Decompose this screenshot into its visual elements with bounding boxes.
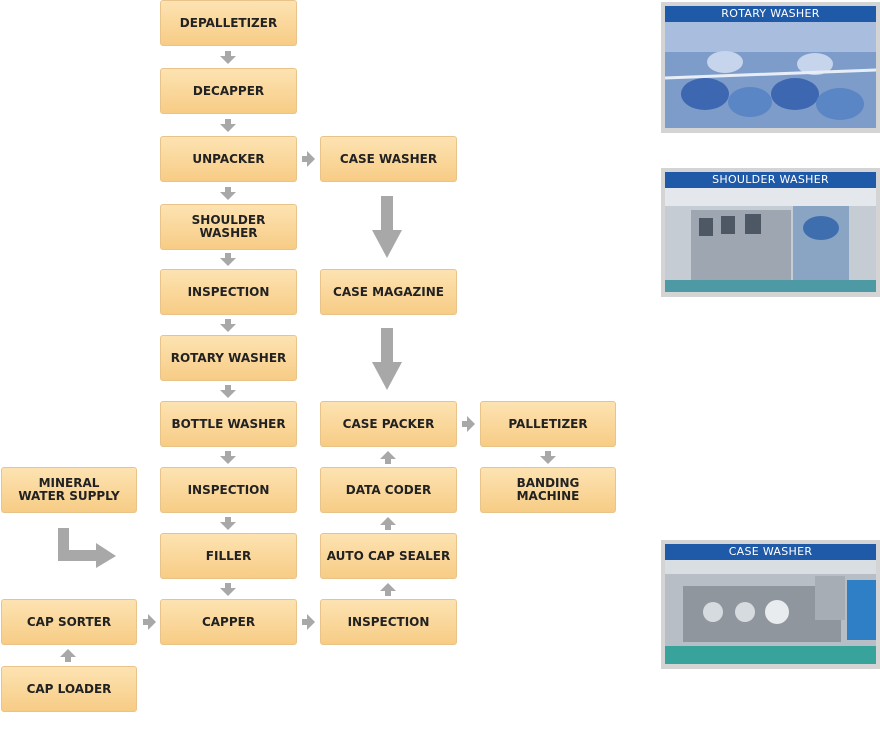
- arrow-right-icon: [462, 416, 475, 432]
- step-bottle-washer: BOTTLE WASHER: [160, 401, 297, 447]
- arrow-down-icon: [220, 583, 236, 596]
- bent-arrow-icon: [58, 528, 116, 568]
- step-depalletizer: DEPALLETIZER: [160, 0, 297, 46]
- step-unpacker: UNPACKER: [160, 136, 297, 182]
- step-case-washer: CASE WASHER: [320, 136, 457, 182]
- step-case-packer: CASE PACKER: [320, 401, 457, 447]
- case-washer-image: [665, 560, 876, 664]
- arrow-down-icon: [220, 51, 236, 64]
- arrow-up-icon: [380, 451, 396, 464]
- step-mineral-water-supply: MINERAL WATER SUPPLY: [1, 467, 137, 513]
- arrow-down-icon: [220, 253, 236, 266]
- step-auto-cap-sealer: AUTO CAP SEALER: [320, 533, 457, 579]
- step-capper: CAPPER: [160, 599, 297, 645]
- step-inspection-1: INSPECTION: [160, 269, 297, 315]
- large-arrow-down-icon: [372, 328, 402, 390]
- arrow-right-icon: [143, 614, 156, 630]
- step-data-coder: DATA CODER: [320, 467, 457, 513]
- arrow-down-icon: [220, 119, 236, 132]
- step-cap-sorter: CAP SORTER: [1, 599, 137, 645]
- step-case-magazine: CASE MAGAZINE: [320, 269, 457, 315]
- arrow-down-icon: [220, 319, 236, 332]
- arrow-right-icon: [302, 151, 315, 167]
- arrow-down-icon: [220, 517, 236, 530]
- step-inspection-2: INSPECTION: [160, 467, 297, 513]
- step-shoulder-washer: SHOULDER WASHER: [160, 204, 297, 250]
- shoulder-washer-image: [665, 188, 876, 292]
- step-filler: FILLER: [160, 533, 297, 579]
- arrow-down-icon: [540, 451, 556, 464]
- arrow-up-icon: [380, 517, 396, 530]
- photo-caption: CASE WASHER: [665, 544, 876, 560]
- photo-shoulder-washer: SHOULDER WASHER: [661, 168, 880, 297]
- large-arrow-down-icon: [372, 196, 402, 258]
- arrow-right-icon: [302, 614, 315, 630]
- arrow-down-icon: [220, 187, 236, 200]
- photo-rotary-washer: ROTARY WASHER: [661, 2, 880, 133]
- step-banding-machine: BANDING MACHINE: [480, 467, 616, 513]
- photo-caption: ROTARY WASHER: [665, 6, 876, 22]
- arrow-down-icon: [220, 451, 236, 464]
- rotary-washer-image: [665, 22, 876, 128]
- step-decapper: DECAPPER: [160, 68, 297, 114]
- arrow-down-icon: [220, 385, 236, 398]
- step-rotary-washer: ROTARY WASHER: [160, 335, 297, 381]
- photo-caption: SHOULDER WASHER: [665, 172, 876, 188]
- photo-case-washer: CASE WASHER: [661, 540, 880, 669]
- arrow-up-icon: [60, 649, 76, 662]
- step-palletizer: PALLETIZER: [480, 401, 616, 447]
- arrow-up-icon: [380, 583, 396, 596]
- step-cap-loader: CAP LOADER: [1, 666, 137, 712]
- step-inspection-3: INSPECTION: [320, 599, 457, 645]
